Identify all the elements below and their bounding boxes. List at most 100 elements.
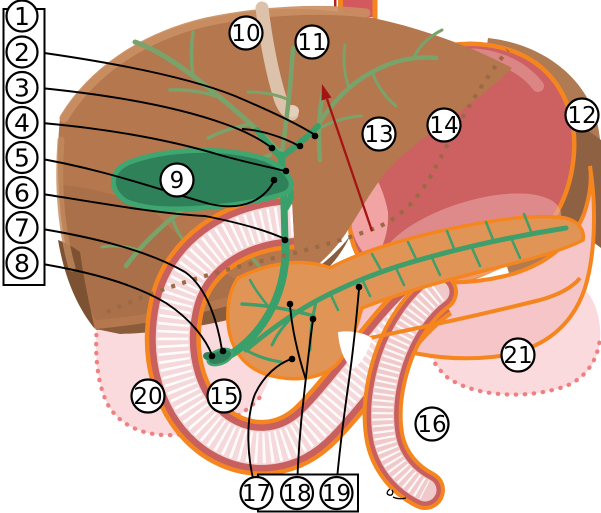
label-17-number: 17 bbox=[242, 481, 271, 507]
signature-squiggle bbox=[386, 488, 407, 500]
leader-dot bbox=[286, 300, 294, 308]
leader-line-3 bbox=[29, 86, 273, 149]
label-21-number: 21 bbox=[503, 343, 532, 369]
label-12: 12 bbox=[564, 97, 600, 133]
duct-branch bbox=[394, 266, 406, 287]
label-14: 14 bbox=[426, 107, 462, 143]
gallbladder bbox=[111, 147, 294, 212]
label-19-number: 19 bbox=[322, 481, 351, 507]
peritoneum-dotted-line bbox=[106, 48, 510, 314]
left-hepatic-duct bbox=[280, 123, 321, 159]
duct-branch bbox=[406, 240, 419, 263]
label-4-number: 4 bbox=[14, 109, 30, 138]
duct-branch bbox=[189, 30, 195, 78]
background-window bbox=[338, 331, 372, 369]
leader-line-3b bbox=[241, 128, 300, 147]
label-11-number: 11 bbox=[297, 30, 326, 56]
duct-branch bbox=[248, 278, 270, 308]
leader-line-7 bbox=[29, 226, 223, 351]
gallbladder-body bbox=[111, 147, 294, 212]
label-20-number: 20 bbox=[133, 384, 162, 410]
leader-dot bbox=[296, 142, 304, 150]
label-8-number: 8 bbox=[14, 249, 30, 278]
leader-dot bbox=[309, 315, 317, 323]
liver-left-rim bbox=[56, 136, 76, 272]
label-1-number: 1 bbox=[14, 2, 30, 31]
label-1: 1 bbox=[5, 0, 39, 33]
leader-dot bbox=[208, 352, 216, 360]
duct-branch bbox=[206, 122, 254, 140]
pancreas bbox=[226, 212, 586, 381]
left-label-box: 1 2 3 4 5 6 7 8 bbox=[2, 0, 46, 286]
esophagus-wall-right bbox=[372, 0, 378, 19]
label-4: 4 bbox=[5, 105, 39, 140]
bottom-label-box: 17 18 19 bbox=[239, 473, 359, 513]
label-10-number: 10 bbox=[231, 21, 260, 47]
label-18-number: 18 bbox=[282, 481, 311, 507]
label-2: 2 bbox=[5, 35, 39, 69]
label-18: 18 bbox=[279, 475, 315, 511]
duct-branch bbox=[470, 246, 482, 268]
duct-branch bbox=[522, 212, 534, 236]
label-10: 10 bbox=[228, 15, 264, 51]
arrow-head bbox=[321, 84, 332, 101]
duct-branch bbox=[246, 90, 291, 102]
duct-branch bbox=[445, 229, 457, 253]
label-6: 6 bbox=[5, 175, 39, 210]
leader-dot bbox=[270, 176, 278, 184]
label-19: 19 bbox=[319, 475, 354, 511]
liver-top-highlight bbox=[59, 5, 371, 123]
label-21: 21 bbox=[500, 337, 536, 373]
leader-dot bbox=[219, 347, 227, 355]
leader-line-18 bbox=[296, 319, 314, 491]
label-3-number: 3 bbox=[14, 74, 30, 103]
label-11: 11 bbox=[294, 24, 330, 60]
leader-line-6 bbox=[29, 191, 286, 240]
leader-line-17 bbox=[247, 358, 292, 491]
leader-dot bbox=[281, 236, 289, 244]
label-lines bbox=[29, 50, 363, 491]
label-9-number: 9 bbox=[170, 168, 185, 194]
jejunum-mucosa bbox=[371, 280, 450, 502]
common-bile-duct-upper bbox=[280, 200, 289, 246]
label-16: 16 bbox=[414, 406, 450, 442]
label-3: 3 bbox=[5, 70, 39, 105]
leader-line-19 bbox=[335, 288, 360, 491]
leader-dot bbox=[355, 283, 363, 291]
leader-dot bbox=[268, 144, 276, 152]
common-bile-duct bbox=[224, 236, 290, 360]
label-7: 7 bbox=[5, 210, 39, 245]
leader-line-18b bbox=[289, 304, 307, 381]
arrow-shaft bbox=[325, 98, 374, 232]
bile-flow-arrow bbox=[321, 84, 374, 232]
duct-branch bbox=[318, 114, 363, 130]
label-15: 15 bbox=[206, 378, 242, 414]
label-14-number: 14 bbox=[429, 113, 458, 139]
leader-line-5 bbox=[29, 156, 275, 208]
duct-branch bbox=[360, 277, 372, 298]
jejunum bbox=[362, 272, 458, 510]
label-7-number: 7 bbox=[14, 214, 30, 243]
label-16-number: 16 bbox=[417, 412, 446, 438]
label-8: 8 bbox=[5, 246, 39, 280]
duct-branch bbox=[370, 70, 398, 108]
duct-branch bbox=[484, 220, 496, 244]
duct-branch bbox=[328, 291, 340, 312]
esophagus-cut-tick bbox=[334, 0, 337, 7]
leader-dot bbox=[282, 167, 290, 175]
leader-line-2 bbox=[29, 50, 316, 136]
label-9: 9 bbox=[159, 162, 195, 198]
pancreatic-duct-main bbox=[243, 225, 569, 353]
mesocolon-front-edge bbox=[344, 276, 582, 345]
label-17: 17 bbox=[239, 475, 274, 511]
label-2-number: 2 bbox=[14, 38, 30, 67]
label-15-number: 15 bbox=[209, 384, 238, 410]
label-5-number: 5 bbox=[14, 144, 30, 173]
duct-branch bbox=[168, 88, 224, 100]
duct-branch bbox=[430, 256, 442, 277]
label-20: 20 bbox=[130, 378, 166, 414]
leader-line-8 bbox=[29, 261, 213, 356]
duct-branch bbox=[370, 252, 384, 274]
leader-dot bbox=[311, 132, 319, 140]
